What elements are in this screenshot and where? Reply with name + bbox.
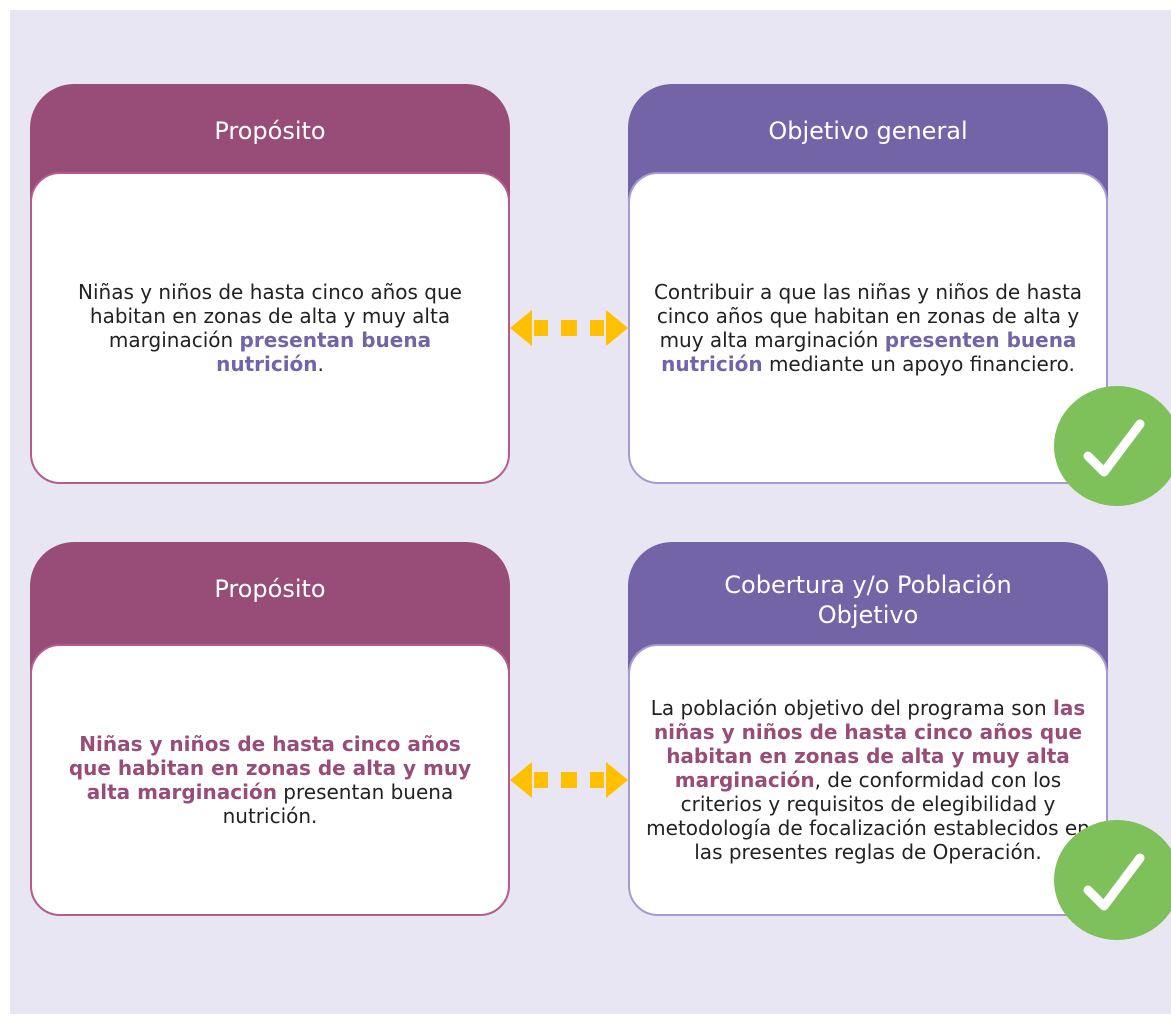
card-text: Contribuir a que las niñas y niños de ha… xyxy=(653,280,1083,376)
card-body: Niñas y niños de hasta cinco años que ha… xyxy=(30,644,510,916)
card-text: Niñas y niños de hasta cinco años que ha… xyxy=(78,280,462,376)
card-cobertura-poblacion-objetivo: Cobertura y/o Población Objetivo La pobl… xyxy=(628,542,1108,916)
card-objetivo-general: Objetivo general Contribuir a que las ni… xyxy=(628,84,1108,484)
highlight-text: Niñas y niños de hasta cinco años que ha… xyxy=(68,732,472,804)
highlight-text: presenten buena nutrición xyxy=(661,328,1077,376)
highlight-text: presentan buena nutrición xyxy=(216,328,432,376)
card-title: Propósito xyxy=(214,117,326,145)
check-circle-icon xyxy=(1054,820,1171,940)
card-proposito-1: Propósito Niñas y niños de hasta cinco a… xyxy=(30,84,510,484)
double-arrow-dashed-icon xyxy=(510,762,628,798)
card-body: Contribuir a que las niñas y niños de ha… xyxy=(628,172,1108,484)
card-title: Objetivo general xyxy=(768,117,968,145)
card-title: Cobertura y/o Población Objetivo xyxy=(724,571,1012,629)
card-body: Niñas y niños de hasta cinco años que ha… xyxy=(30,172,510,484)
card-title: Propósito xyxy=(214,575,326,603)
card-text: La población objetivo del programa son l… xyxy=(646,696,1090,864)
card-text: Niñas y niños de hasta cinco años que ha… xyxy=(68,732,472,828)
highlight-text: las niñas y niños de hasta cinco años qu… xyxy=(653,696,1086,792)
check-circle-icon xyxy=(1054,386,1171,506)
card-body: La población objetivo del programa son l… xyxy=(628,644,1108,916)
card-proposito-2: Propósito Niñas y niños de hasta cinco a… xyxy=(30,542,510,916)
double-arrow-dashed-icon xyxy=(510,310,628,346)
